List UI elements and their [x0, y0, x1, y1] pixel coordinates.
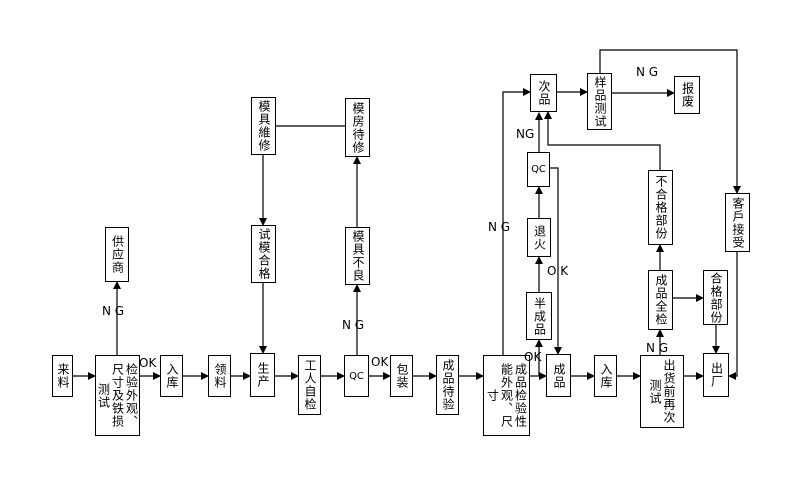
arrow-nonconforming-to-defective [544, 111, 661, 170]
node-pre-ship-retest: 出货前再次测试 [640, 355, 684, 428]
node-mold-room-repair: 模房待修 [345, 98, 370, 157]
node-mold-defect: 模具不良 [345, 227, 370, 285]
node-fg-inspection-text: 成品检验性能外观、尺寸 [485, 363, 528, 428]
node-ship: 出厂 [703, 353, 729, 397]
node-qc-2: QC [527, 152, 550, 187]
node-material-pick: 领料 [208, 355, 231, 397]
node-conforming: 合格部份 [703, 270, 728, 325]
node-production: 生产 [250, 353, 275, 397]
node-trial-mold-ok: 试模合格 [251, 225, 276, 283]
arrow-customer-to-ship [728, 252, 738, 380]
node-fg-pending: 成品待验 [436, 355, 459, 415]
node-defective: 次品 [530, 74, 557, 112]
node-finished: 成品 [546, 354, 571, 397]
node-sample-test: 样品测试 [587, 73, 612, 130]
node-full-inspection: 成品全检 [648, 270, 673, 330]
node-annealing: 退火 [527, 218, 551, 257]
label-ng-qc1: N G [342, 318, 365, 332]
node-pre-ship-retest-text: 出货前再次测试 [648, 359, 676, 424]
node-fg-inspection: 成品检验性能外观、尺寸 [483, 355, 530, 436]
label-ok-inspection: OK [139, 356, 157, 370]
node-warehouse-in-1: 入库 [160, 355, 183, 397]
node-incoming-inspection-text: 检验外观、尺寸及铁损测试 [96, 363, 139, 428]
label-ok-qc1: OK [371, 355, 389, 369]
node-nonconforming: 不合格部份 [648, 170, 673, 245]
node-warehouse-in-2: 入库 [594, 355, 617, 397]
node-incoming: 来料 [52, 355, 73, 397]
label-ng-fginspect: N G [488, 220, 511, 234]
node-scrap: 报废 [674, 76, 700, 114]
label-ok-semi: OK [524, 350, 542, 364]
arrow-fginspect-to-defective [502, 88, 531, 355]
node-mold-repair: 模具維修 [251, 97, 276, 155]
node-incoming-inspection: 检验外观、尺寸及铁损测试 [95, 355, 140, 436]
node-qc-1: QC [344, 355, 369, 397]
label-ng-sample: N G [636, 65, 659, 79]
label-ng-supplier: N G [102, 304, 125, 318]
label-ok-qc2: O K [547, 264, 569, 278]
label-ng-qc2: NG [516, 127, 535, 141]
node-semi-finished: 半成品 [526, 292, 552, 340]
label-ng-retest: N G [646, 341, 669, 355]
arrow-sample-to-customer [599, 49, 741, 194]
arrow-qc2-to-finished [550, 167, 562, 355]
node-supplier: 供应商 [105, 227, 129, 282]
node-customer-accept: 客戶接受 [725, 193, 750, 252]
node-self-check: 工人自检 [298, 355, 321, 415]
node-packing: 包装 [390, 355, 413, 397]
